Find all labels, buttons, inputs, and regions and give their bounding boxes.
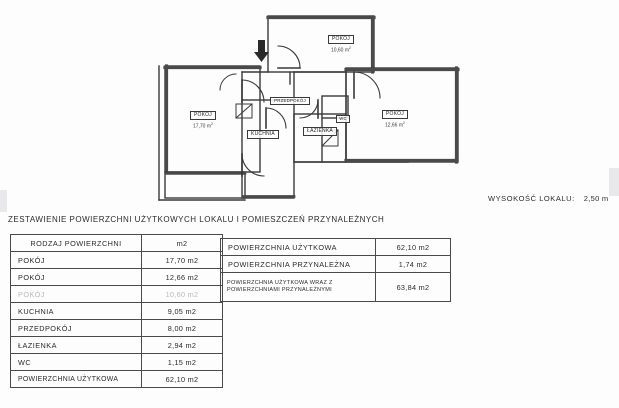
table-row: POWIERZCHNIA UŻYTKOWA 62,10 m2 [220,238,451,256]
room-area-table: RODZAJ POWIERZCHNI m2 POKÓJ 17,70 m2 POK… [10,234,223,388]
table-total-row: POWIERZCHNIA UŻYTKOWA 62,10 m2 [10,370,223,388]
row-value: 10,60 m2 [141,285,223,303]
header-unit: m2 [141,234,223,252]
table-row: POKÓJ 17,70 m2 [10,251,223,269]
table-row: ŁAZIENKA 2,94 m2 [10,336,223,354]
header-type: RODZAJ POWIERZCHNI [10,234,142,252]
entrance-arrow-icon [254,40,269,62]
row-label: POKÓJ [10,285,142,303]
row-label: POKÓJ [10,251,142,269]
row-value: 62,10 m2 [375,238,451,256]
ceiling-height-value: 2,50 m [583,194,609,203]
ceiling-height-label: WYSOKOŚĆ LOKALU: [488,194,575,203]
table-row: PRZEDPOKÓJ 8,00 m2 [10,319,223,337]
row-value: 9,05 m2 [141,302,223,320]
table-row: POKÓJ 10,60 m2 [10,285,223,303]
room-area-table-body: RODZAJ POWIERZCHNI m2 POKÓJ 17,70 m2 POK… [10,234,223,388]
row-value: 12,66 m2 [141,268,223,286]
row-label: POKÓJ [10,268,142,286]
table-row: POKÓJ 12,66 m2 [10,268,223,286]
ceiling-height-note: WYSOKOŚĆ LOKALU: 2,50 m [488,194,608,203]
row-label: POWIERZCHNIA PRZYNALEŻNA [220,255,376,273]
table-row: WC 1,15 m2 [10,353,223,371]
total-label: POWIERZCHNIA UŻYTKOWA [10,370,142,388]
summary-area-table: POWIERZCHNIA UŻYTKOWA 62,10 m2 POWIERZCH… [220,238,451,302]
row-value: 17,70 m2 [141,251,223,269]
row-label: WC [10,353,142,371]
row-value: 1,15 m2 [141,353,223,371]
row-label: POWIERZCHNIA UŻYTKOWA [220,238,376,256]
page-title: ZESTAWIENIE POWIERZCHNI UŻYTKOWYCH LOKAL… [8,215,385,224]
row-value: 2,94 m2 [141,336,223,354]
table-header-row: RODZAJ POWIERZCHNI m2 [10,234,223,252]
total-value: 62,10 m2 [141,370,223,388]
table-row: POWIERZCHNIA PRZYNALEŻNA 1,74 m2 [220,255,451,273]
floor-plan: POKÓJ 17,70 m2 POKÓJ 10,60 m2 POKÓJ 12,6… [150,4,470,204]
row-value: 8,00 m2 [141,319,223,337]
floor-plan-drawing [158,15,460,201]
table-row: POWIERZCHNIA UŻYTKOWA WRAZ Z POWIERZCHNI… [220,272,451,302]
scan-artifact-left [0,190,7,212]
row-label: POWIERZCHNIA UŻYTKOWA WRAZ Z POWIERZCHNI… [220,272,376,302]
scan-artifact-right [609,168,619,196]
row-value: 63,84 m2 [375,272,451,302]
row-label: ŁAZIENKA [10,336,142,354]
row-value: 1,74 m2 [375,255,451,273]
row-label: KUCHNIA [10,302,142,320]
summary-area-table-body: POWIERZCHNIA UŻYTKOWA 62,10 m2 POWIERZCH… [220,238,451,302]
table-row: KUCHNIA 9,05 m2 [10,302,223,320]
row-label: PRZEDPOKÓJ [10,319,142,337]
